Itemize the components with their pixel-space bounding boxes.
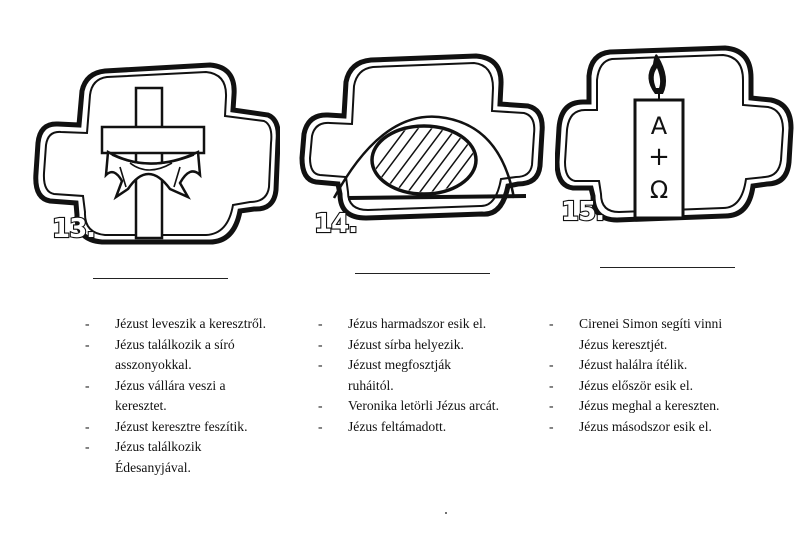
- alpha-letter: A: [651, 112, 668, 140]
- statement-line: Jézus először esik el.: [579, 377, 694, 393]
- statement-line: Jézust keresztre feszítik.: [115, 418, 248, 434]
- station-panel-15: A + Ω 15.: [555, 38, 795, 238]
- statement-line: Jézus harmadszor esik el.: [348, 316, 487, 331]
- omega-letter: Ω: [650, 176, 668, 204]
- statement-line: ruháitól.: [348, 377, 394, 393]
- statement-item: Jézus először esik el.: [549, 376, 784, 397]
- statement-line: Jézust halálra ítélik.: [579, 357, 688, 372]
- statement-item: Jézust halálra ítélik.: [549, 355, 784, 376]
- cross-symbol: +: [648, 142, 670, 172]
- station-number-14: 14.: [314, 209, 357, 239]
- statement-line: Jézust megfosztják: [348, 357, 452, 372]
- statement-line: Jézus meghal a kereszten.: [579, 398, 720, 413]
- statement-item: Jézus vállára veszi a keresztet.: [85, 376, 295, 417]
- statement-line: Jézus találkozik a síró: [115, 336, 235, 352]
- answer-line-15[interactable]: [600, 267, 735, 268]
- statement-column-1: Jézust leveszik a keresztről. Jézus talál…: [85, 314, 295, 478]
- statement-item: Veronika letörli Jézus arcát.: [318, 396, 538, 417]
- statement-line: Édesanyjával.: [115, 459, 191, 475]
- statement-line: Cirenei Simon segíti vinni: [579, 316, 723, 331]
- station-panel-13: 13.: [30, 55, 280, 250]
- statement-line: Jézus feltámadott.: [348, 418, 447, 434]
- statement-item: Jézust sírba helyezik.: [318, 335, 538, 356]
- station-panel-14: 14.: [296, 48, 546, 243]
- statement-line: Jézust sírba helyezik.: [348, 336, 464, 352]
- answer-line-13[interactable]: [93, 278, 228, 279]
- statement-item: Jézust keresztre feszítik.: [85, 417, 295, 438]
- statement-column-2: Jézus harmadszor esik el. Jézust sírba he…: [318, 314, 538, 437]
- statement-line: Jézus keresztjét.: [579, 336, 668, 352]
- paschal-candle-icon: A + Ω: [633, 54, 685, 220]
- statement-item: Jézus másodszor esik el.: [549, 417, 784, 438]
- statement-line: asszonyokkal.: [115, 357, 192, 372]
- statement-item: Jézus harmadszor esik el.: [318, 314, 538, 335]
- statement-item: Jézus meghal a kereszten.: [549, 396, 784, 417]
- sealed-tomb-icon: [332, 115, 527, 200]
- station-number-13: 13.: [52, 214, 95, 244]
- statement-line: Jézus vállára veszi a: [115, 377, 226, 393]
- statement-item: Jézus találkozik a síró asszonyokkal.: [85, 335, 295, 376]
- statement-item: Jézust megfosztják ruháitól.: [318, 355, 538, 396]
- statement-line: Veronika letörli Jézus arcát.: [348, 398, 499, 413]
- stray-dot: [445, 512, 447, 514]
- statement-item: Jézust leveszik a keresztről.: [85, 314, 295, 335]
- cross-with-shroud-icon: [100, 86, 206, 240]
- statement-item: Jézus feltámadott.: [318, 417, 538, 438]
- answer-line-14[interactable]: [355, 273, 490, 274]
- station-number-15: 15.: [561, 197, 604, 227]
- statement-line: Jézust leveszik a keresztről.: [115, 316, 266, 331]
- statement-line: keresztet.: [115, 398, 167, 413]
- statement-line: Jézus másodszor esik el.: [579, 418, 712, 434]
- statement-line: Jézus találkozik: [115, 439, 202, 454]
